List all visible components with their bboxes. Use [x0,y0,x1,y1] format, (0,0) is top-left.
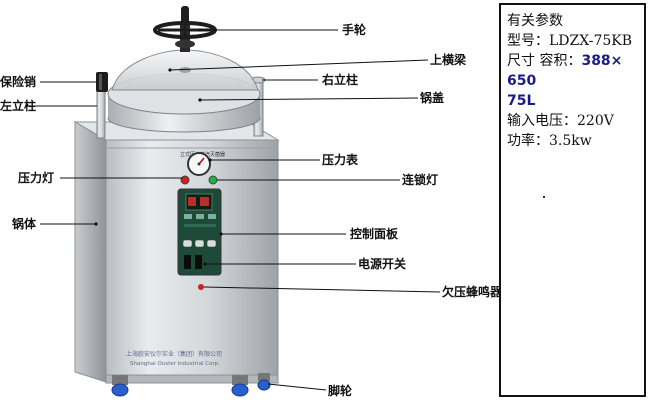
handwheel [153,6,217,52]
spec-size-cont: 650 [507,71,640,91]
interlock-lamp-icon [208,175,218,185]
spec-voltage: 输入电压：220V [507,111,640,131]
label-lid: 锅盖 [420,91,445,105]
spec-power-label: 功率： [507,133,549,149]
spec-size-value: 388× [581,53,623,69]
autoclave-body [73,121,280,384]
control-panel [177,188,222,276]
leader-dot-handwheel [198,28,202,32]
spec-size: 尺寸 容积：388× [507,51,640,71]
buzzer-icon [198,284,204,290]
stray-dot [543,196,545,198]
maker-label-en: Shanghai Ouster Industrial Corp. [130,361,220,367]
label-right-column: 右立柱 [322,73,359,87]
label-power-switch: 电源开关 [358,257,407,271]
spec-voltage-value: 220V [577,113,614,129]
spec-model: 型号：LDZX-75KB [507,31,640,51]
label-pressure-gauge: 压力表 [322,153,359,167]
casters [111,373,271,397]
maker-label-cn: 上海欧安仪尔实业（集团）有限公司 [126,350,222,358]
spec-model-label: 型号： [507,33,549,49]
spec-power: 功率：3.5kw [507,131,640,151]
spec-volume: 75L [507,91,640,111]
spec-model-value: LDZX-75KB [549,33,633,49]
pressure-gauge [187,152,211,176]
leader-lines [25,29,441,391]
label-safety-pin: 保险销 [0,75,37,89]
leader-dot-switch [203,262,207,266]
leader-dot-gauge [208,158,212,162]
spec-volume-value: 75L [507,93,536,109]
label-body: 锅体 [12,217,37,231]
leader-dot-body [94,222,98,226]
specs-panel: 有关参数 型号：LDZX-75KB 尺寸 容积：388× 650 75L 输入电… [499,3,646,397]
label-control-panel: 控制面板 [350,227,399,241]
specs-title: 有关参数 [507,13,563,29]
left-column [96,87,106,139]
label-handwheel: 手轮 [342,23,367,37]
label-buzzer: 欠压蜂鸣器 [442,285,503,299]
spec-size-label: 尺寸 容积： [507,53,582,69]
label-crossbeam: 上横梁 [430,53,467,67]
label-pressure-lamp: 压力灯 [18,171,55,185]
label-casters: 脚轮 [328,384,353,398]
label-left-column: 左立柱 [0,99,37,113]
safety-pin [96,72,108,92]
spec-power-value: 3.5kw [549,133,592,149]
leader-dot-crossbeam [168,68,172,72]
label-interlock-lamp: 连锁灯 [402,173,439,187]
leader-dot-panel [219,232,223,236]
pressure-lamp-icon [180,175,190,185]
leader-dot-lid [198,98,202,102]
spec-size-value-2: 650 [507,73,537,89]
crossbeam-dome [111,49,259,91]
spec-voltage-label: 输入电压： [507,113,577,129]
